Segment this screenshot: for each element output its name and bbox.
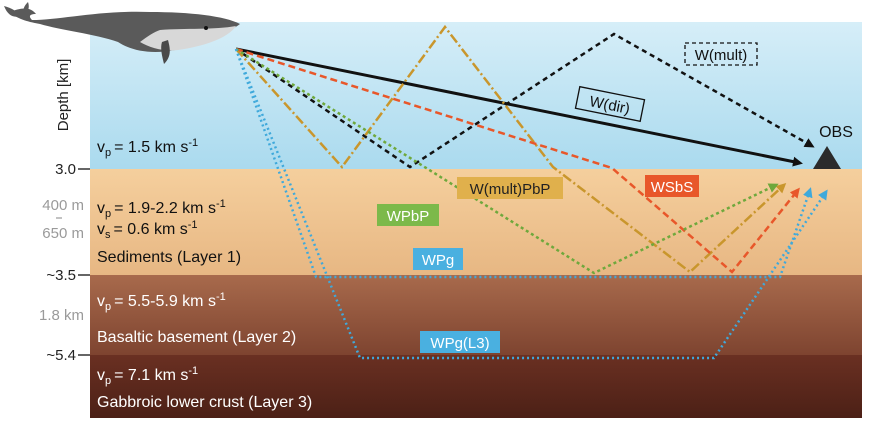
label-w-mult: W(mult)	[695, 47, 748, 64]
sediment-vp-label: vp= 1.9-2.2 km s-1	[97, 198, 226, 220]
sub-depth-400m: 400 m	[42, 197, 84, 214]
water-vp-label: vp= 1.5 km s-1	[97, 137, 198, 159]
sub-depth-650m: 650 m	[42, 225, 84, 242]
label-box-wpg-l3	[420, 331, 500, 353]
ray-w-dir	[235, 47, 803, 167]
ray-wpg	[234, 48, 813, 279]
label-box-w-mult	[684, 42, 758, 66]
sub-depth-1-8km: 1.8 km	[39, 307, 84, 324]
lower-crust-layer	[90, 355, 862, 418]
tick-label-3-5: ~3.5	[46, 267, 76, 284]
label-box-wpg	[413, 248, 463, 270]
label-box-w-mult-pbp	[457, 177, 563, 199]
whale-flipper	[161, 40, 170, 64]
sediment-name-label: Sediments (Layer 1)	[97, 249, 241, 266]
label-box-w-dir	[574, 85, 646, 123]
axis-label: Depth [km]	[55, 59, 72, 132]
whale-fluke	[4, 2, 29, 17]
label-wpbp: WPbP	[387, 208, 430, 225]
basement-vp-label: vp= 5.5-5.9 km s-1	[97, 291, 226, 313]
ray-w-mult	[235, 32, 815, 169]
ray-wpbp	[235, 47, 779, 275]
crust-name-label: Gabbroic lower crust (Layer 3)	[97, 394, 312, 411]
label-box-wsbs	[645, 175, 699, 197]
tick-label-3-0: 3.0	[55, 161, 76, 178]
label-wpg-l3: WPg(L3)	[430, 335, 489, 352]
tick-label-5-4: ~5.4	[46, 347, 76, 364]
sediment-vs-label: vs= 0.6 km s-1	[97, 219, 198, 241]
obs-label: OBS	[819, 124, 853, 141]
crust-vp-label: vp= 7.1 km s-1	[97, 365, 198, 387]
whale-eye	[204, 26, 208, 30]
layer-labels: vp= 1.5 km s-1 vp= 1.9-2.2 km s-1 vs= 0.…	[97, 137, 312, 411]
obs-triangle	[813, 146, 841, 169]
basement-name-label: Basaltic basement (Layer 2)	[97, 329, 296, 346]
water-layer	[90, 22, 862, 169]
whale-illustration	[4, 2, 240, 64]
depth-axis: Depth [km] 3.0 ~3.5 ~5.4 400 m 650 m 1.8…	[39, 59, 90, 364]
label-wsbs: WSbS	[651, 179, 694, 196]
label-wpg: WPg	[422, 252, 455, 269]
label-w-mult-pbp: W(mult)PbP	[470, 181, 551, 198]
ray-labels: W(mult) W(dir) W(mult)PbP WSbS WPbP WPg …	[377, 42, 758, 353]
label-box-wpbp	[377, 204, 439, 226]
ray-wpg-l3	[234, 48, 828, 360]
ray-wsbs	[235, 47, 800, 274]
ray-w-mult-pbp	[235, 24, 787, 274]
rays	[234, 24, 828, 360]
